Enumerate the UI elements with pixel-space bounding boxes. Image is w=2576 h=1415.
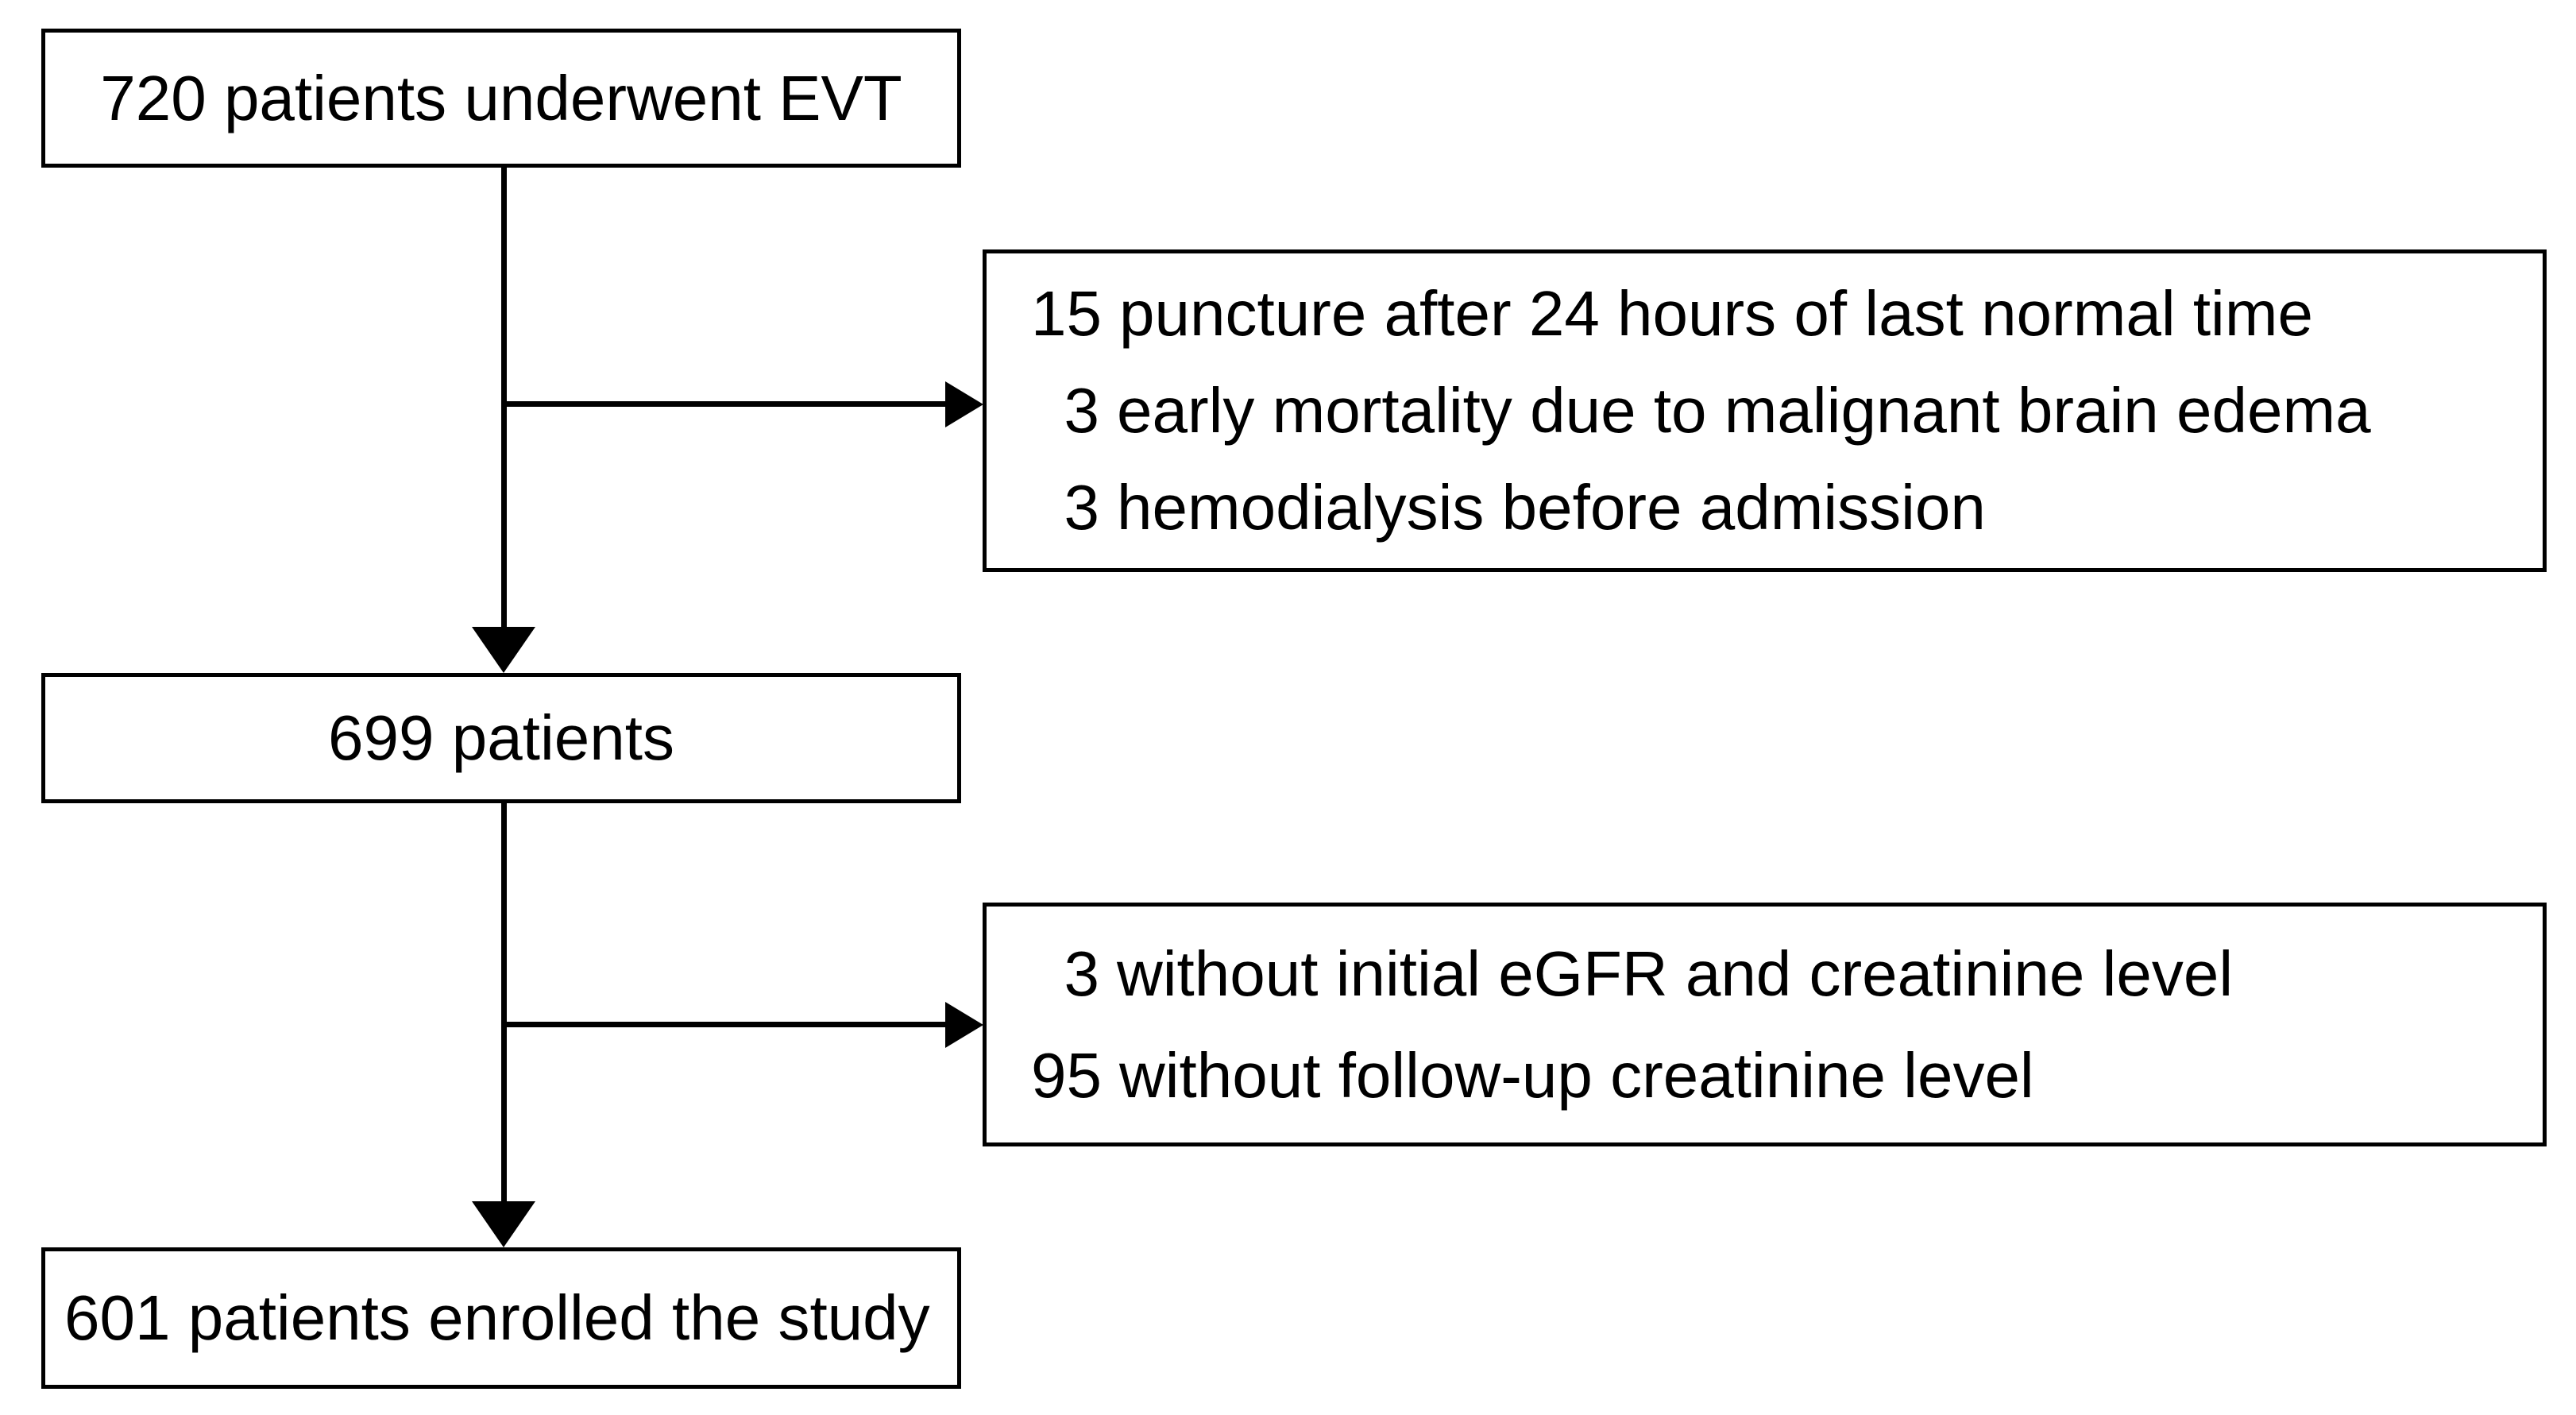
- node-bottom-box: 601 patients enrolled the study: [41, 1247, 961, 1389]
- connector-middle-to-bottom: [501, 803, 507, 1203]
- exclusion2-item: 3 without initial eGFR and creatinine le…: [1031, 923, 2543, 1025]
- connector-branch-to-exclusion2: [504, 1022, 945, 1027]
- arrowhead-down-to-middle: [472, 627, 535, 673]
- exclusion2-item-count: 95: [1031, 1039, 1102, 1111]
- node-bottom-label: 601 patients enrolled the study: [64, 1282, 930, 1353]
- node-top-label: 720 patients underwent EVT: [100, 62, 902, 133]
- exclusion2-item-count: 3: [1064, 938, 1100, 1009]
- exclusion1-item-count: 15: [1031, 278, 1102, 349]
- node-top-box: 720 patients underwent EVT: [41, 29, 961, 168]
- exclusion1-box: 15 puncture after 24 hours of last norma…: [983, 249, 2547, 572]
- arrowhead-right-to-exclusion2: [945, 1002, 983, 1048]
- node-middle-box: 699 patients: [41, 673, 961, 803]
- exclusion1-item-count: 3: [1064, 375, 1100, 446]
- exclusion1-item-reason: hemodialysis before admission: [1117, 472, 1986, 543]
- arrowhead-down-to-bottom: [472, 1201, 535, 1247]
- exclusion1-item: 3 early mortality due to malignant brain…: [1031, 362, 2543, 459]
- exclusion1-item: 15 puncture after 24 hours of last norma…: [1031, 265, 2543, 362]
- exclusion2-item-reason: without follow-up creatinine level: [1118, 1039, 2034, 1111]
- node-middle-label: 699 patients: [328, 702, 674, 773]
- exclusion2-item: 95 without follow-up creatinine level: [1031, 1025, 2543, 1127]
- exclusion1-item-reason: puncture after 24 hours of last normal t…: [1118, 278, 2313, 349]
- exclusion2-item-reason: without initial eGFR and creatinine leve…: [1117, 938, 2234, 1009]
- exclusion1-item-reason: early mortality due to malignant brain e…: [1117, 375, 2371, 446]
- exclusion1-item: 3 hemodialysis before admission: [1031, 459, 2543, 556]
- exclusion1-item-count: 3: [1064, 472, 1100, 543]
- connector-top-to-middle: [501, 168, 507, 628]
- exclusion2-box: 3 without initial eGFR and creatinine le…: [983, 903, 2547, 1146]
- arrowhead-right-to-exclusion1: [945, 381, 983, 427]
- connector-branch-to-exclusion1: [504, 401, 945, 407]
